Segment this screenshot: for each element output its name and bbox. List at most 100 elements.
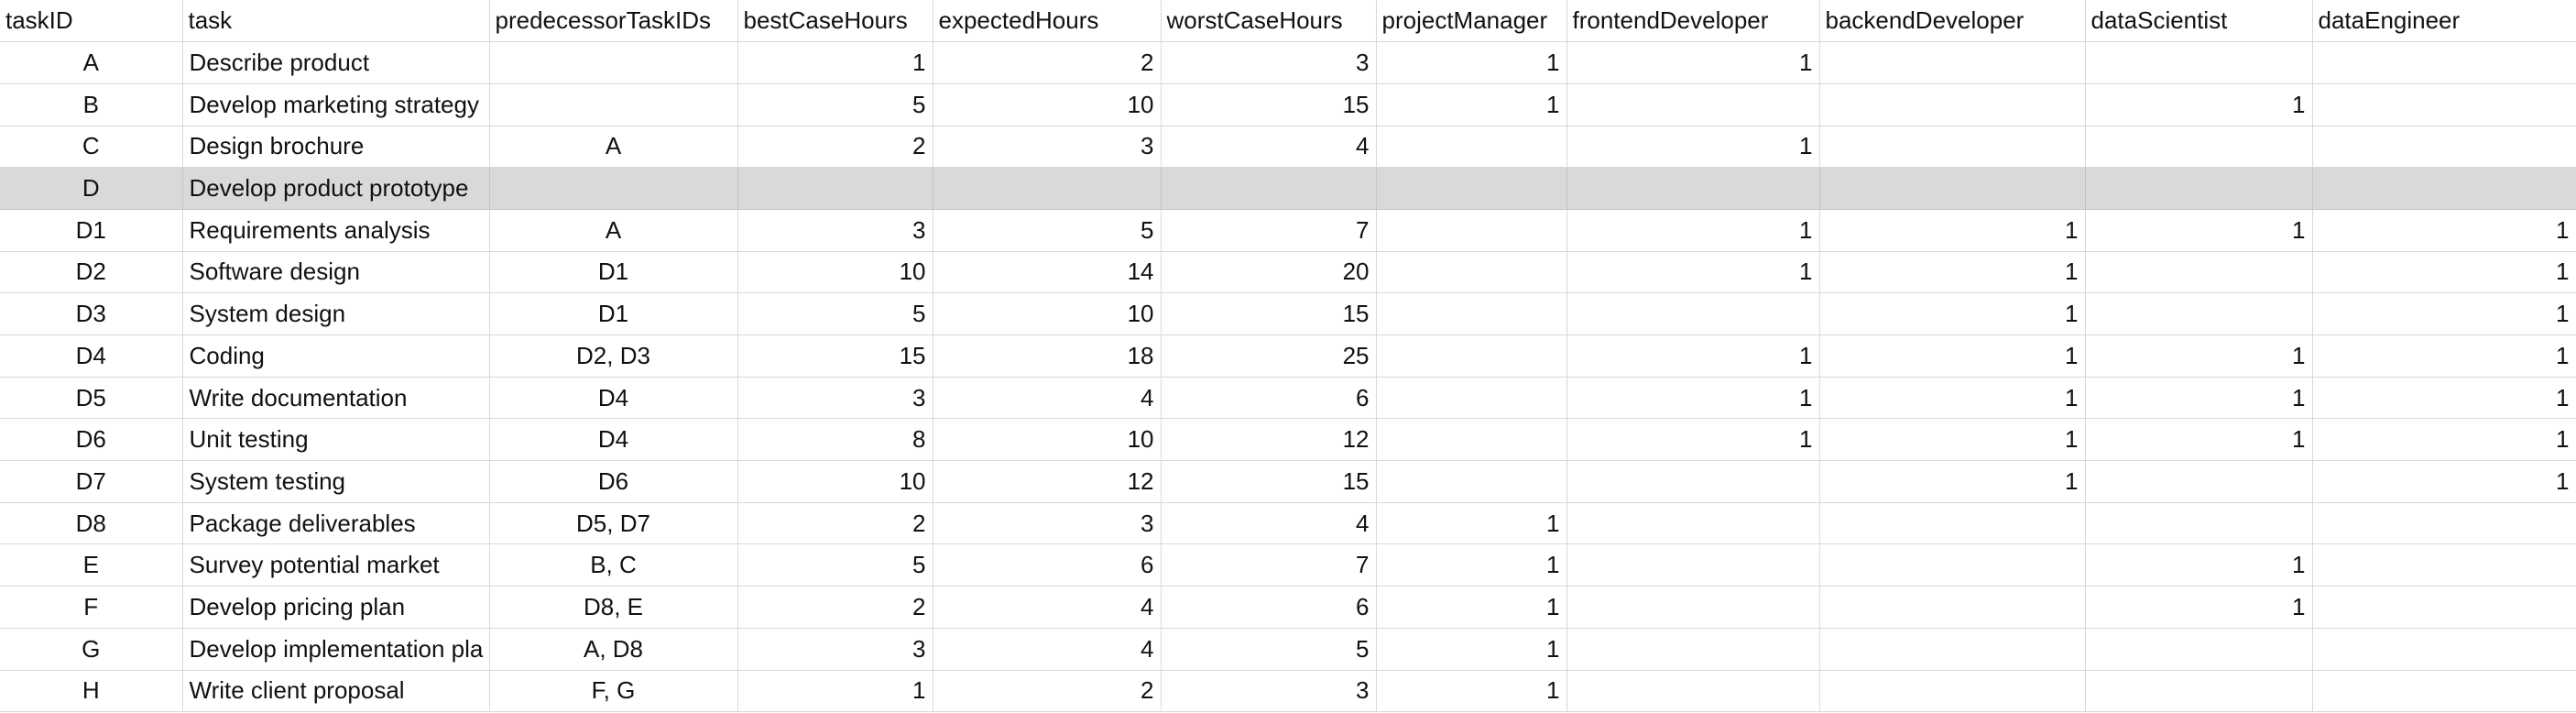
- data-engineer-cell[interactable]: [2312, 83, 2576, 126]
- task-id-cell[interactable]: B: [0, 83, 183, 126]
- expected-hours-cell[interactable]: 4: [933, 586, 1162, 629]
- worst-case-hours-cell[interactable]: 7: [1161, 543, 1377, 587]
- header-cell[interactable]: backendDeveloper: [1819, 0, 2086, 43]
- task-name-cell[interactable]: Develop implementation pla: [182, 628, 490, 671]
- backend-developer-cell[interactable]: 1: [1819, 418, 2086, 462]
- header-cell[interactable]: task: [182, 0, 490, 43]
- predecessor-cell[interactable]: D1: [489, 292, 738, 335]
- backend-developer-cell[interactable]: 1: [1819, 335, 2086, 378]
- backend-developer-cell[interactable]: 1: [1819, 251, 2086, 294]
- worst-case-hours-cell[interactable]: 3: [1161, 41, 1377, 84]
- predecessor-cell[interactable]: [489, 41, 738, 84]
- worst-case-hours-cell[interactable]: 3: [1161, 670, 1377, 713]
- data-engineer-cell[interactable]: 1: [2312, 418, 2576, 462]
- predecessor-cell[interactable]: A: [489, 209, 738, 252]
- task-id-cell[interactable]: E: [0, 543, 183, 587]
- predecessor-cell[interactable]: D1: [489, 251, 738, 294]
- frontend-developer-cell[interactable]: [1566, 292, 1820, 335]
- task-name-cell[interactable]: Develop marketing strategy: [182, 83, 490, 126]
- expected-hours-cell[interactable]: 2: [933, 670, 1162, 713]
- worst-case-hours-cell[interactable]: 4: [1161, 126, 1377, 169]
- data-engineer-cell[interactable]: [2312, 41, 2576, 84]
- task-id-cell[interactable]: H: [0, 670, 183, 713]
- frontend-developer-cell[interactable]: [1566, 83, 1820, 126]
- best-case-hours-cell[interactable]: 5: [737, 543, 933, 587]
- predecessor-cell[interactable]: [489, 167, 738, 210]
- data-engineer-cell[interactable]: [2312, 126, 2576, 169]
- frontend-developer-cell[interactable]: 1: [1566, 126, 1820, 169]
- task-id-cell[interactable]: D7: [0, 460, 183, 503]
- data-engineer-cell[interactable]: [2312, 167, 2576, 210]
- backend-developer-cell[interactable]: [1819, 83, 2086, 126]
- data-engineer-cell[interactable]: [2312, 586, 2576, 629]
- backend-developer-cell[interactable]: [1819, 502, 2086, 545]
- data-scientist-cell[interactable]: [2085, 126, 2313, 169]
- project-manager-cell[interactable]: 1: [1376, 41, 1567, 84]
- best-case-hours-cell[interactable]: 3: [737, 628, 933, 671]
- frontend-developer-cell[interactable]: [1566, 586, 1820, 629]
- backend-developer-cell[interactable]: [1819, 628, 2086, 671]
- predecessor-cell[interactable]: [489, 83, 738, 126]
- best-case-hours-cell[interactable]: 8: [737, 418, 933, 462]
- task-name-cell[interactable]: Write client proposal: [182, 670, 490, 713]
- frontend-developer-cell[interactable]: 1: [1566, 377, 1820, 420]
- data-scientist-cell[interactable]: [2085, 502, 2313, 545]
- backend-developer-cell[interactable]: [1819, 41, 2086, 84]
- task-id-cell[interactable]: A: [0, 41, 183, 84]
- worst-case-hours-cell[interactable]: 5: [1161, 628, 1377, 671]
- data-engineer-cell[interactable]: [2312, 628, 2576, 671]
- predecessor-cell[interactable]: A, D8: [489, 628, 738, 671]
- header-cell[interactable]: frontendDeveloper: [1566, 0, 1820, 43]
- project-manager-cell[interactable]: [1376, 167, 1567, 210]
- task-id-cell[interactable]: C: [0, 126, 183, 169]
- frontend-developer-cell[interactable]: 1: [1566, 251, 1820, 294]
- data-engineer-cell[interactable]: 1: [2312, 292, 2576, 335]
- best-case-hours-cell[interactable]: 1: [737, 670, 933, 713]
- frontend-developer-cell[interactable]: 1: [1566, 418, 1820, 462]
- data-engineer-cell[interactable]: 1: [2312, 377, 2576, 420]
- task-name-cell[interactable]: System design: [182, 292, 490, 335]
- data-scientist-cell[interactable]: [2085, 628, 2313, 671]
- data-engineer-cell[interactable]: 1: [2312, 209, 2576, 252]
- best-case-hours-cell[interactable]: 2: [737, 586, 933, 629]
- worst-case-hours-cell[interactable]: 20: [1161, 251, 1377, 294]
- data-scientist-cell[interactable]: 1: [2085, 543, 2313, 587]
- expected-hours-cell[interactable]: 4: [933, 377, 1162, 420]
- data-engineer-cell[interactable]: [2312, 543, 2576, 587]
- worst-case-hours-cell[interactable]: 6: [1161, 377, 1377, 420]
- expected-hours-cell[interactable]: 14: [933, 251, 1162, 294]
- frontend-developer-cell[interactable]: 1: [1566, 41, 1820, 84]
- frontend-developer-cell[interactable]: [1566, 167, 1820, 210]
- task-id-cell[interactable]: D4: [0, 335, 183, 378]
- task-id-cell[interactable]: F: [0, 586, 183, 629]
- frontend-developer-cell[interactable]: 1: [1566, 209, 1820, 252]
- data-scientist-cell[interactable]: [2085, 41, 2313, 84]
- backend-developer-cell[interactable]: 1: [1819, 209, 2086, 252]
- frontend-developer-cell[interactable]: 1: [1566, 335, 1820, 378]
- best-case-hours-cell[interactable]: 5: [737, 292, 933, 335]
- header-cell[interactable]: projectManager: [1376, 0, 1567, 43]
- data-scientist-cell[interactable]: 1: [2085, 586, 2313, 629]
- task-id-cell[interactable]: D5: [0, 377, 183, 420]
- header-cell[interactable]: taskID: [0, 0, 183, 43]
- project-manager-cell[interactable]: [1376, 418, 1567, 462]
- backend-developer-cell[interactable]: [1819, 670, 2086, 713]
- data-scientist-cell[interactable]: 1: [2085, 209, 2313, 252]
- project-manager-cell[interactable]: [1376, 335, 1567, 378]
- expected-hours-cell[interactable]: [933, 167, 1162, 210]
- backend-developer-cell[interactable]: [1819, 543, 2086, 587]
- header-cell[interactable]: bestCaseHours: [737, 0, 933, 43]
- frontend-developer-cell[interactable]: [1566, 543, 1820, 587]
- project-manager-cell[interactable]: [1376, 251, 1567, 294]
- data-scientist-cell[interactable]: 1: [2085, 83, 2313, 126]
- worst-case-hours-cell[interactable]: 7: [1161, 209, 1377, 252]
- header-cell[interactable]: expectedHours: [933, 0, 1162, 43]
- project-manager-cell[interactable]: 1: [1376, 83, 1567, 126]
- backend-developer-cell[interactable]: [1819, 126, 2086, 169]
- data-engineer-cell[interactable]: 1: [2312, 335, 2576, 378]
- frontend-developer-cell[interactable]: [1566, 628, 1820, 671]
- data-scientist-cell[interactable]: [2085, 670, 2313, 713]
- data-engineer-cell[interactable]: 1: [2312, 251, 2576, 294]
- best-case-hours-cell[interactable]: 3: [737, 209, 933, 252]
- task-name-cell[interactable]: Coding: [182, 335, 490, 378]
